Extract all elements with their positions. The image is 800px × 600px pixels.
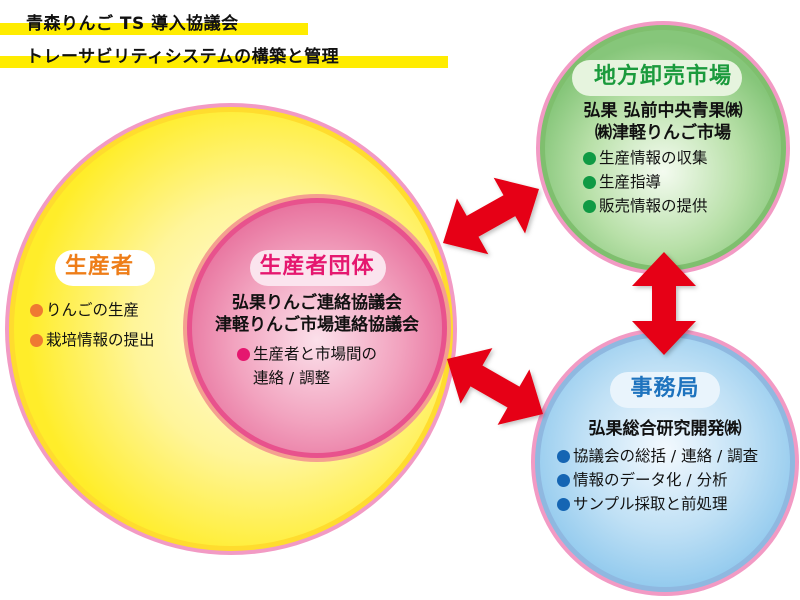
bullet-dot-icon xyxy=(583,151,596,165)
market-bullets: 生産情報の収集 生産指導 販売情報の提供 xyxy=(583,146,708,218)
bullet-text: りんごの生産 xyxy=(46,301,140,319)
bullet-dot-icon xyxy=(583,199,596,213)
producer-bullet-item: りんごの生産 xyxy=(30,298,155,322)
market-label: 地方卸売市場 xyxy=(593,64,732,89)
secretariat-bullet-item: 情報のデータ化 / 分析 xyxy=(557,468,758,492)
bullet-dot-icon xyxy=(30,333,43,347)
secretariat-circle xyxy=(531,328,799,596)
bullet-text: 生産者と市場間の xyxy=(253,345,378,363)
bullet-text: 情報のデータ化 / 分析 xyxy=(573,471,728,489)
bullet-text: サンプル採取と前処理 xyxy=(573,495,728,513)
producer-content: 生産者 りんごの生産 栽培情報の提出 xyxy=(30,252,180,352)
arrow-group-market-icon xyxy=(443,177,539,255)
secretariat-bullet-item: サンプル採取と前処理 xyxy=(557,492,758,516)
bullet-dot-icon xyxy=(237,347,250,361)
producer-label: 生産者 xyxy=(65,254,135,279)
market-bullet-item: 販売情報の提供 xyxy=(583,194,708,218)
market-org: 弘果 弘前中央青果㈱ xyxy=(583,101,743,121)
producer-group-label: 生産者団体 xyxy=(259,254,375,279)
bullet-dot-icon xyxy=(557,497,570,511)
secretariat-bullets: 協議会の総括 / 連絡 / 調査 情報のデータ化 / 分析 サンプル採取と前処理 xyxy=(557,444,758,516)
title-line-2: トレーサビリティシステムの構築と管理 xyxy=(0,46,460,68)
secretariat-label: 事務局 xyxy=(630,376,700,401)
bullet-dot-icon xyxy=(30,303,43,317)
market-org: ㈱津軽りんご市場 xyxy=(595,123,731,143)
producer-bullet-item: 栽培情報の提出 xyxy=(30,328,155,352)
bullet-dot-icon xyxy=(557,449,570,463)
market-pill xyxy=(572,60,742,96)
market-content: 地方卸売市場 弘果 弘前中央青果㈱ ㈱津軽りんご市場 生産情報の収集 生産指導 … xyxy=(543,62,783,218)
title-highlight-1 xyxy=(0,23,308,35)
secretariat-org: 弘果総合研究開発㈱ xyxy=(588,419,742,439)
market-bullet-item: 生産指導 xyxy=(583,170,708,194)
producer-group-bullets: 生産者と市場間の 連絡 / 調整 xyxy=(237,342,377,390)
title-text-1: 青森りんご TS 導入協議会 xyxy=(26,14,239,34)
secretariat-pill xyxy=(610,372,720,408)
bullet-dot-icon xyxy=(557,473,570,487)
producer-group-bullet-item: 生産者と市場間の xyxy=(237,342,377,366)
producer-group-pill xyxy=(250,250,386,286)
bullet-text: 協議会の総括 / 連絡 / 調査 xyxy=(573,447,759,465)
secretariat-bullet-item: 協議会の総括 / 連絡 / 調査 xyxy=(557,444,758,468)
bullet-continuation: 連絡 / 調整 xyxy=(253,369,331,387)
title-line-1: 青森りんご TS 導入協議会 xyxy=(0,13,460,35)
secretariat-content: 事務局 弘果総合研究開発㈱ 協議会の総括 / 連絡 / 調査 情報のデータ化 /… xyxy=(545,374,785,516)
bullet-text: 生産情報の収集 xyxy=(599,149,708,167)
bullet-dot-icon xyxy=(583,175,596,189)
title-highlight-2 xyxy=(0,56,448,68)
producer-group-org: 津軽りんご市場連絡協議会 xyxy=(215,315,419,335)
title-text-2: トレーサビリティシステムの構築と管理 xyxy=(26,47,340,67)
arrow-market-secretariat-icon xyxy=(632,252,696,355)
arrow-group-secretariat-icon xyxy=(447,348,543,425)
producer-pill xyxy=(55,250,155,286)
producer-bullets: りんごの生産 栽培情報の提出 xyxy=(30,298,155,352)
bullet-text: 販売情報の提供 xyxy=(599,197,708,215)
bullet-text: 生産指導 xyxy=(599,173,662,191)
bullet-text: 栽培情報の提出 xyxy=(46,331,155,349)
market-bullet-item: 生産情報の収集 xyxy=(583,146,708,170)
producer-group-org: 弘果りんご連絡協議会 xyxy=(232,293,402,313)
producer-group-content: 生産者団体 弘果りんご連絡協議会 津軽りんご市場連絡協議会 生産者と市場間の 連… xyxy=(197,252,437,390)
